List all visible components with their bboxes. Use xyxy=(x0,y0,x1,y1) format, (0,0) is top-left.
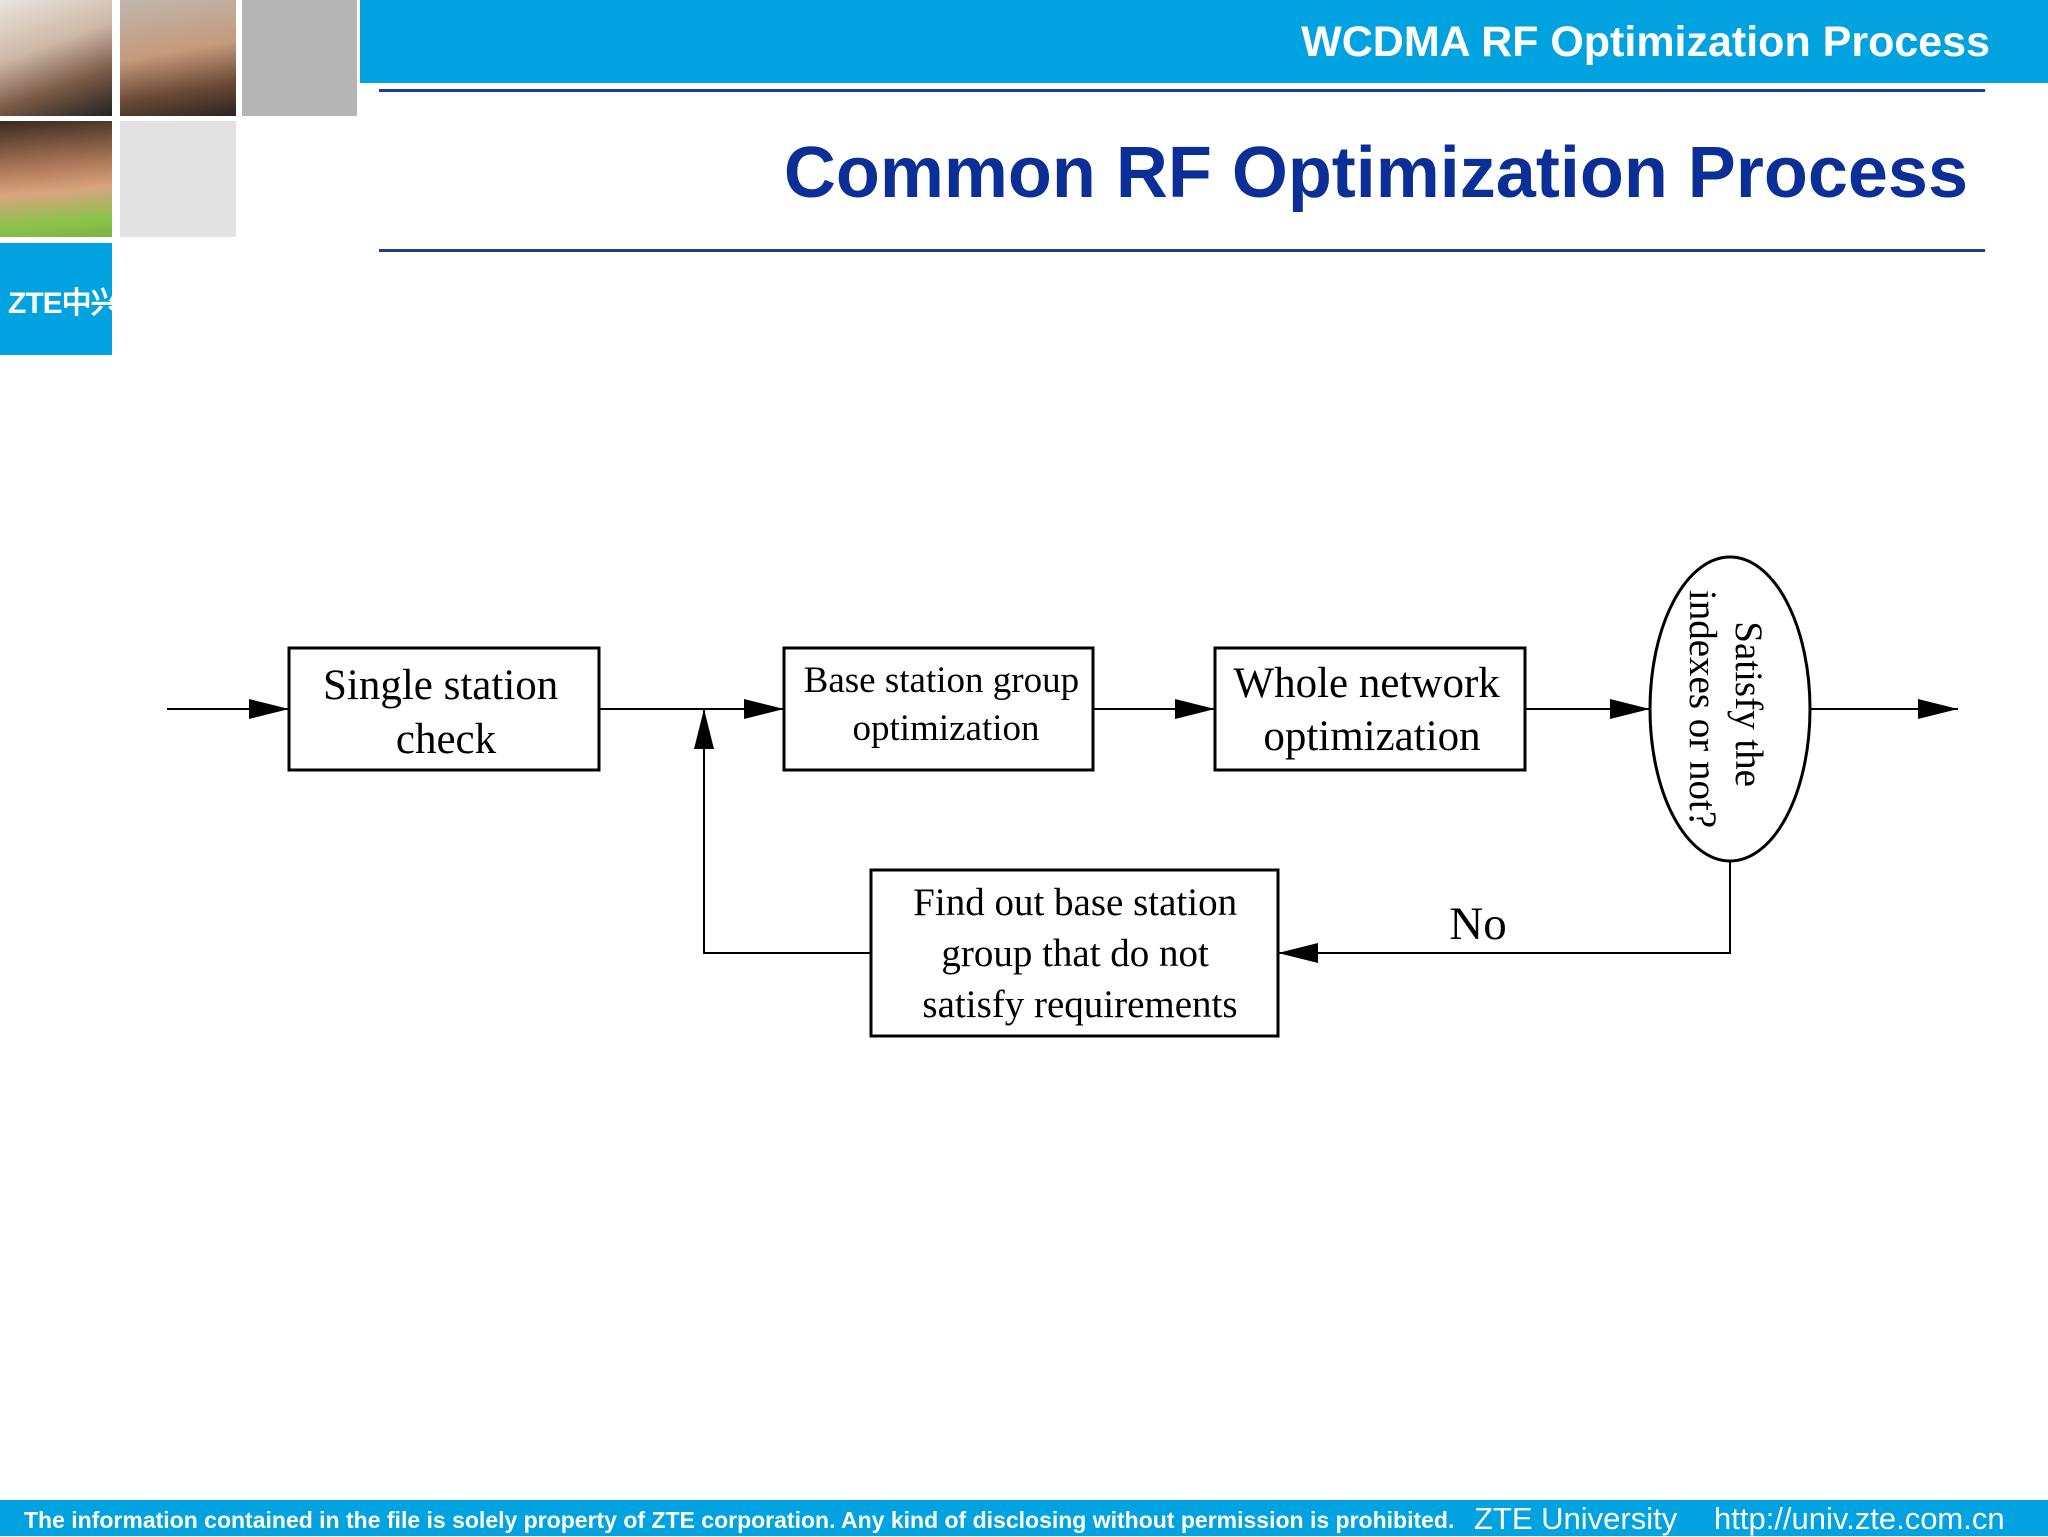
header-rule-bottom xyxy=(379,249,1985,252)
find-out-label-line-1: Find out base station xyxy=(913,881,1237,924)
find-out-label-line-2: group that do not xyxy=(941,932,1209,975)
slide-title: Common RF Optimization Process xyxy=(783,133,1968,213)
light-gray-tile xyxy=(120,121,236,237)
photo-tile-man-2 xyxy=(120,0,236,116)
decision-label-line-1: Satisfy the xyxy=(1727,621,1770,787)
decision-label-line-2: indexes or not? xyxy=(1681,590,1724,828)
decision-ellipse xyxy=(1648,555,1812,863)
whole-network-label-line-1: Whole network xyxy=(1233,660,1500,707)
whole-network-label-line-2: optimization xyxy=(1263,713,1480,760)
zte-logo: ZTE中兴 xyxy=(8,287,121,320)
footer-band xyxy=(0,1500,2048,1536)
single-station-check-box xyxy=(287,646,601,772)
gray-tile xyxy=(242,0,357,116)
find-out-group-box xyxy=(869,868,1280,1038)
single-station-label-line-1: Single station xyxy=(323,662,558,709)
edge-label-no: No xyxy=(1449,898,1506,950)
find-out-label-line-3: satisfy requirements xyxy=(922,983,1237,1026)
svg-text:Whole network optimization: Whole network optimization xyxy=(1233,660,1510,760)
svg-text:Find out base station grou: Find out base station group that do not … xyxy=(913,881,1247,1026)
svg-text:Base station group optimiz: Base station group optimization xyxy=(804,660,1089,749)
base-station-group-label-line-1: Base station group xyxy=(804,660,1079,701)
zte-logo-tile xyxy=(0,243,112,355)
single-station-label-line-2: check xyxy=(396,716,497,763)
footer-university: ZTE University xyxy=(1474,1501,1678,1536)
header-rule-top xyxy=(379,89,1985,92)
header-title: WCDMA RF Optimization Process xyxy=(1301,18,1990,66)
svg-text:Single station check: Single station check xyxy=(323,662,569,763)
arrow-decision-no xyxy=(1278,860,1731,963)
svg-text:Satisfy the indexes or not: Satisfy the indexes or not? xyxy=(1681,590,1770,828)
header-band xyxy=(360,0,2048,83)
base-station-group-label-line-2: optimization xyxy=(852,708,1039,749)
footer-notice: The information contained in the file is… xyxy=(24,1507,1455,1533)
base-station-group-box xyxy=(782,646,1095,772)
whole-network-box xyxy=(1213,646,1527,772)
arrow-feedback-loop xyxy=(694,709,870,954)
photo-tile-woman xyxy=(0,121,112,237)
footer-url-link[interactable]: http://univ.zte.com.cn xyxy=(1714,1501,2005,1536)
photo-tile-man-1 xyxy=(0,0,112,116)
